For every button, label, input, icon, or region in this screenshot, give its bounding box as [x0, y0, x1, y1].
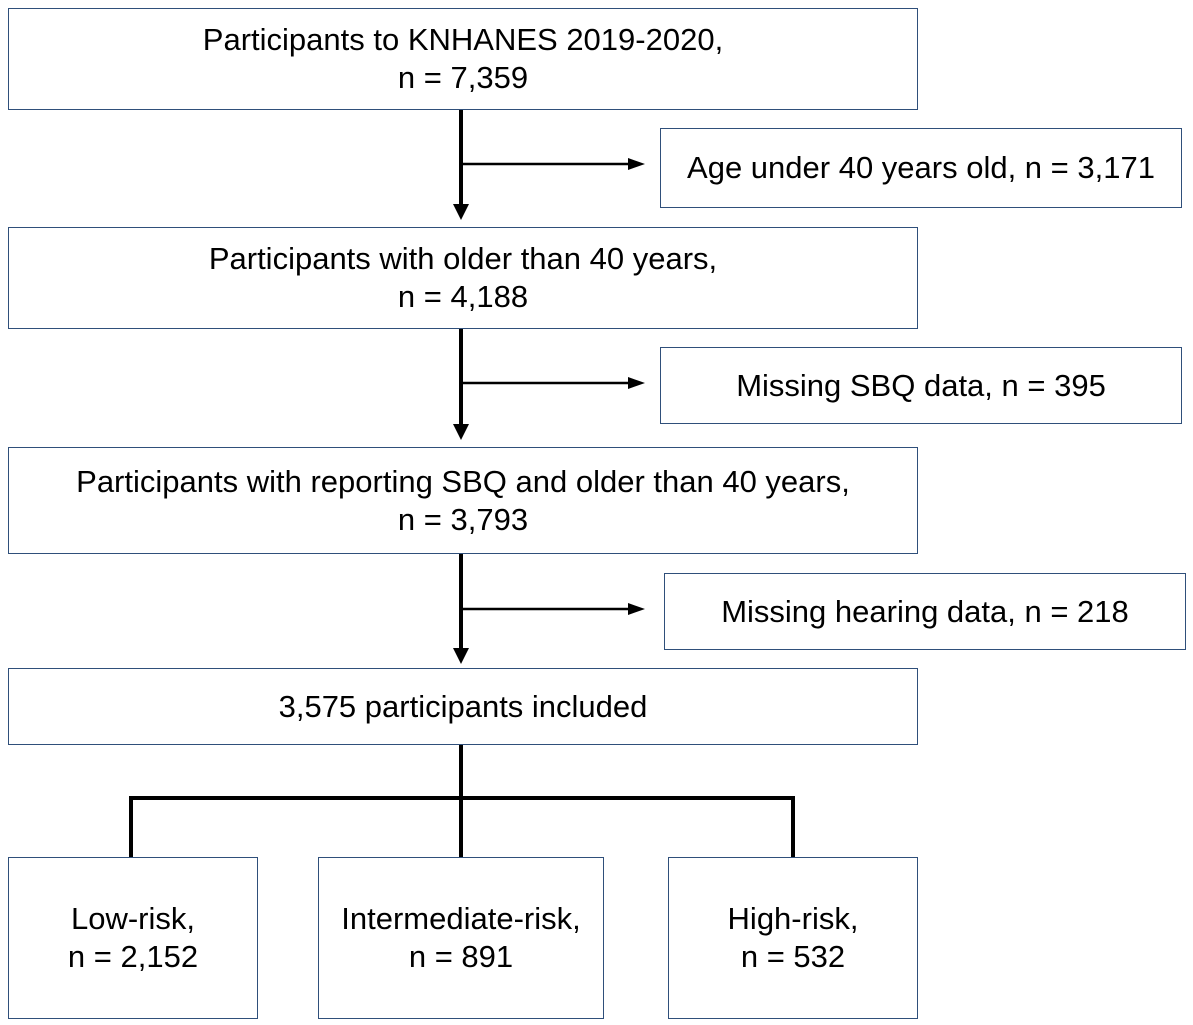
- box-intermediate-risk: Intermediate-risk, n = 891: [318, 857, 604, 1019]
- intermediate-risk-count: n = 891: [408, 939, 514, 974]
- arrowhead-excl-hearing: [628, 603, 645, 615]
- exclusion-hearing-text: Missing hearing data, n = 218: [721, 593, 1129, 629]
- box-high-risk: High-risk, n = 532: [668, 857, 918, 1019]
- box-knhanes-participants: Participants to KNHANES 2019-2020, n = 7…: [8, 8, 918, 110]
- box-older-than-40-title: Participants with older than 40 years,: [208, 241, 718, 276]
- exclusion-sbq-text: Missing SBQ data, n = 395: [736, 367, 1106, 403]
- box-included-text: 3,575 participants included: [278, 688, 648, 724]
- arrowhead-excl-sbq: [628, 377, 645, 389]
- high-risk-count: n = 532: [740, 939, 846, 974]
- arrowhead-included: [453, 648, 469, 664]
- box-knhanes-count: n = 7,359: [397, 60, 529, 95]
- arrowhead-sbq: [453, 424, 469, 440]
- box-exclusion-hearing: Missing hearing data, n = 218: [664, 573, 1186, 650]
- exclusion-age-text: Age under 40 years old, n = 3,171: [687, 150, 1155, 185]
- arrowhead-excl-age: [628, 158, 645, 170]
- box-older-than-40: Participants with older than 40 years, n…: [8, 227, 918, 329]
- box-reporting-sbq-title: Participants with reporting SBQ and olde…: [76, 463, 850, 499]
- low-risk-label: Low-risk,: [70, 901, 195, 936]
- arrowhead-age40: [453, 204, 469, 220]
- box-knhanes-title: Participants to KNHANES 2019-2020,: [202, 22, 724, 57]
- split-bracket: [129, 796, 795, 857]
- box-reporting-sbq-count: n = 3,793: [397, 501, 529, 537]
- box-participants-included: 3,575 participants included: [8, 668, 918, 745]
- box-exclusion-sbq: Missing SBQ data, n = 395: [660, 347, 1182, 424]
- box-exclusion-age: Age under 40 years old, n = 3,171: [660, 128, 1182, 208]
- box-older-than-40-count: n = 4,188: [397, 279, 529, 314]
- high-risk-label: High-risk,: [727, 901, 859, 936]
- box-reporting-sbq: Participants with reporting SBQ and olde…: [8, 447, 918, 554]
- low-risk-count: n = 2,152: [67, 939, 199, 974]
- box-low-risk: Low-risk, n = 2,152: [8, 857, 258, 1019]
- intermediate-risk-label: Intermediate-risk,: [341, 901, 581, 936]
